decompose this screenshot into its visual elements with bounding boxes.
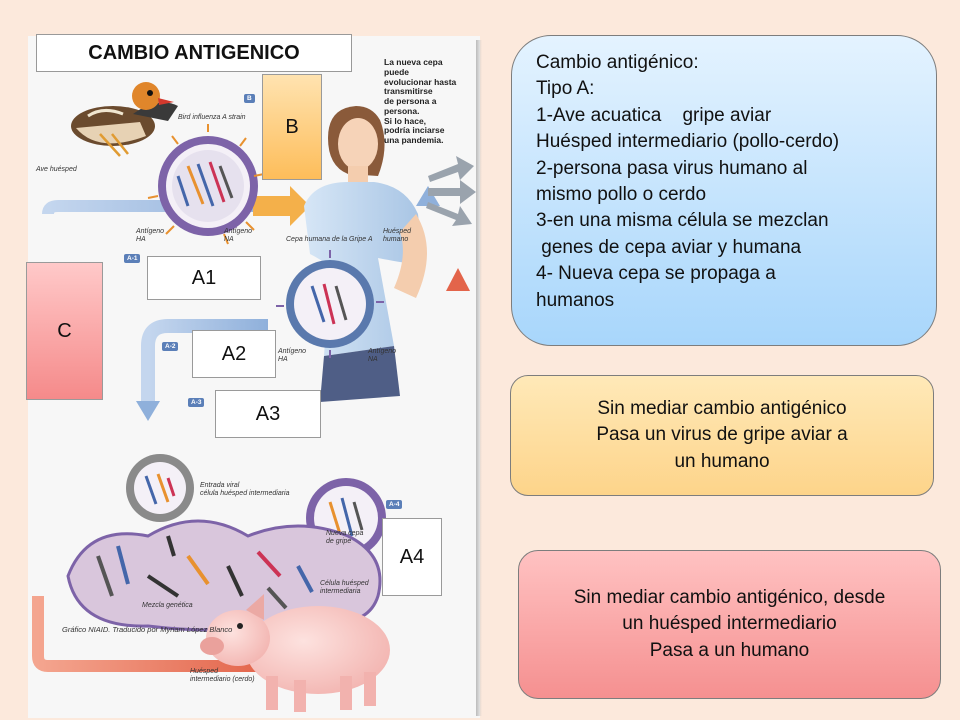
virus-small-1	[126, 454, 194, 522]
panel1-line: Cambio antigénico:	[536, 52, 699, 73]
gene-segments	[96, 535, 314, 610]
panel1-line: mismo pollo o cerdo	[536, 184, 707, 206]
label-a2: A2	[192, 330, 276, 378]
panel2-line: Sin mediar cambio antigénico	[597, 397, 847, 419]
note-line: evolucionar hasta	[384, 76, 457, 87]
genetic-mix-label: Mezcla genética	[142, 602, 193, 609]
label-c: C	[26, 262, 103, 400]
panel-direct-bird-to-human: Sin mediar cambio antigénico Pasa un vir…	[510, 375, 934, 496]
arrow-blue-top	[42, 200, 278, 215]
panel-antigenic-shift: Cambio antigénico: Tipo A: 1-Ave acuatic…	[511, 35, 937, 346]
host-cell	[66, 519, 382, 632]
panel1-line: Huésped intermediario (pollo-cerdo)	[536, 131, 840, 153]
virus-bird	[147, 124, 265, 245]
antigen-na-label-2: Antígeno NA	[368, 348, 397, 364]
bird-strain-label: Bird influenza A strain	[178, 114, 246, 121]
panel1-line: 2-persona pasa virus humano al	[536, 157, 808, 179]
title-box: CAMBIO ANTIGENICO	[36, 34, 352, 72]
note-line: una pandemia.	[384, 135, 444, 146]
panel1-line: 1-Ave acuatica gripe aviar	[536, 104, 772, 126]
panel2-line: un humano	[674, 450, 770, 472]
pig-host-label: Huésped intermediario (cerdo)	[190, 668, 255, 684]
tag-a3: A-3	[188, 398, 205, 407]
human-host-label: Huésped humano	[383, 228, 412, 244]
panel1-line: 4- Nueva cepa se propaga a	[536, 263, 776, 285]
credit-label: Gráfico NIAID. Traducido por Myriam Lópe…	[62, 625, 233, 634]
label-a4: A4	[382, 518, 442, 596]
tag-a1: A-1	[124, 254, 141, 263]
arrow-blue-a2	[141, 319, 268, 406]
tag-b: B	[244, 94, 255, 103]
woman-illustration	[304, 106, 427, 402]
label-b: B	[262, 74, 322, 180]
virus-human	[276, 250, 384, 358]
arrow-orange	[253, 186, 310, 226]
panel3-line: un huésped intermediario	[622, 613, 837, 635]
bird-host-label: Ave huésped	[36, 166, 77, 173]
panel3-line: Pasa a un humano	[649, 639, 810, 661]
human-strain-label: Cepa humana de la Gripe A	[286, 236, 373, 243]
antigen-na-label: Antígeno NA	[224, 228, 253, 244]
note-new-strain: La nueva cepa puede evolucionar hasta tr…	[384, 57, 480, 146]
pig-illustration	[200, 594, 390, 712]
note-line: de persona a	[384, 96, 437, 107]
arrow-red-right-head	[446, 268, 470, 291]
figure-shadow	[476, 40, 482, 716]
antigen-ha-label-2: Antígeno HA	[278, 348, 307, 364]
panel2-line: Pasa un virus de gripe aviar a	[596, 424, 848, 446]
note-line: persona.	[384, 105, 420, 116]
new-strain-label: Nueva cepa de gripe	[326, 530, 364, 546]
host-cell-label: Célula huésped intermediaria	[320, 580, 369, 596]
arrow-blue-a2-head	[136, 401, 160, 421]
bird-illustration	[71, 82, 178, 157]
illustration-svg	[32, 82, 476, 712]
label-a3: A3	[215, 390, 321, 438]
note-line: Si lo hace,	[384, 115, 427, 126]
viral-entry-label: Entrada viral célula huésped intermediar…	[200, 482, 290, 498]
note-line: transmitirse	[384, 86, 433, 97]
tag-a4: A-4	[386, 500, 403, 509]
panel1-line: humanos	[536, 289, 615, 311]
panel1-line: 3-en una misma célula se mezclan	[536, 210, 829, 232]
influenza-illustration: La nueva cepa puede evolucionar hasta tr…	[28, 36, 480, 718]
note-line: puede	[384, 66, 410, 77]
panel-intermediate-to-human: Sin mediar cambio antigénico, desde un h…	[518, 550, 941, 699]
antigen-ha-label: Antígeno HA	[136, 228, 165, 244]
spread-arrows	[426, 156, 476, 226]
label-a1: A1	[147, 256, 261, 300]
note-line: La nueva cepa	[384, 57, 443, 67]
panel3-line: Sin mediar cambio antigénico, desde	[573, 586, 886, 608]
panel1-line: genes de cepa aviar y humana	[536, 236, 802, 258]
note-line: podría inciarse	[384, 125, 445, 136]
arrow-red-left	[32, 596, 268, 672]
tag-a2: A-2	[162, 342, 179, 351]
panel1-line: Tipo A:	[536, 78, 595, 100]
